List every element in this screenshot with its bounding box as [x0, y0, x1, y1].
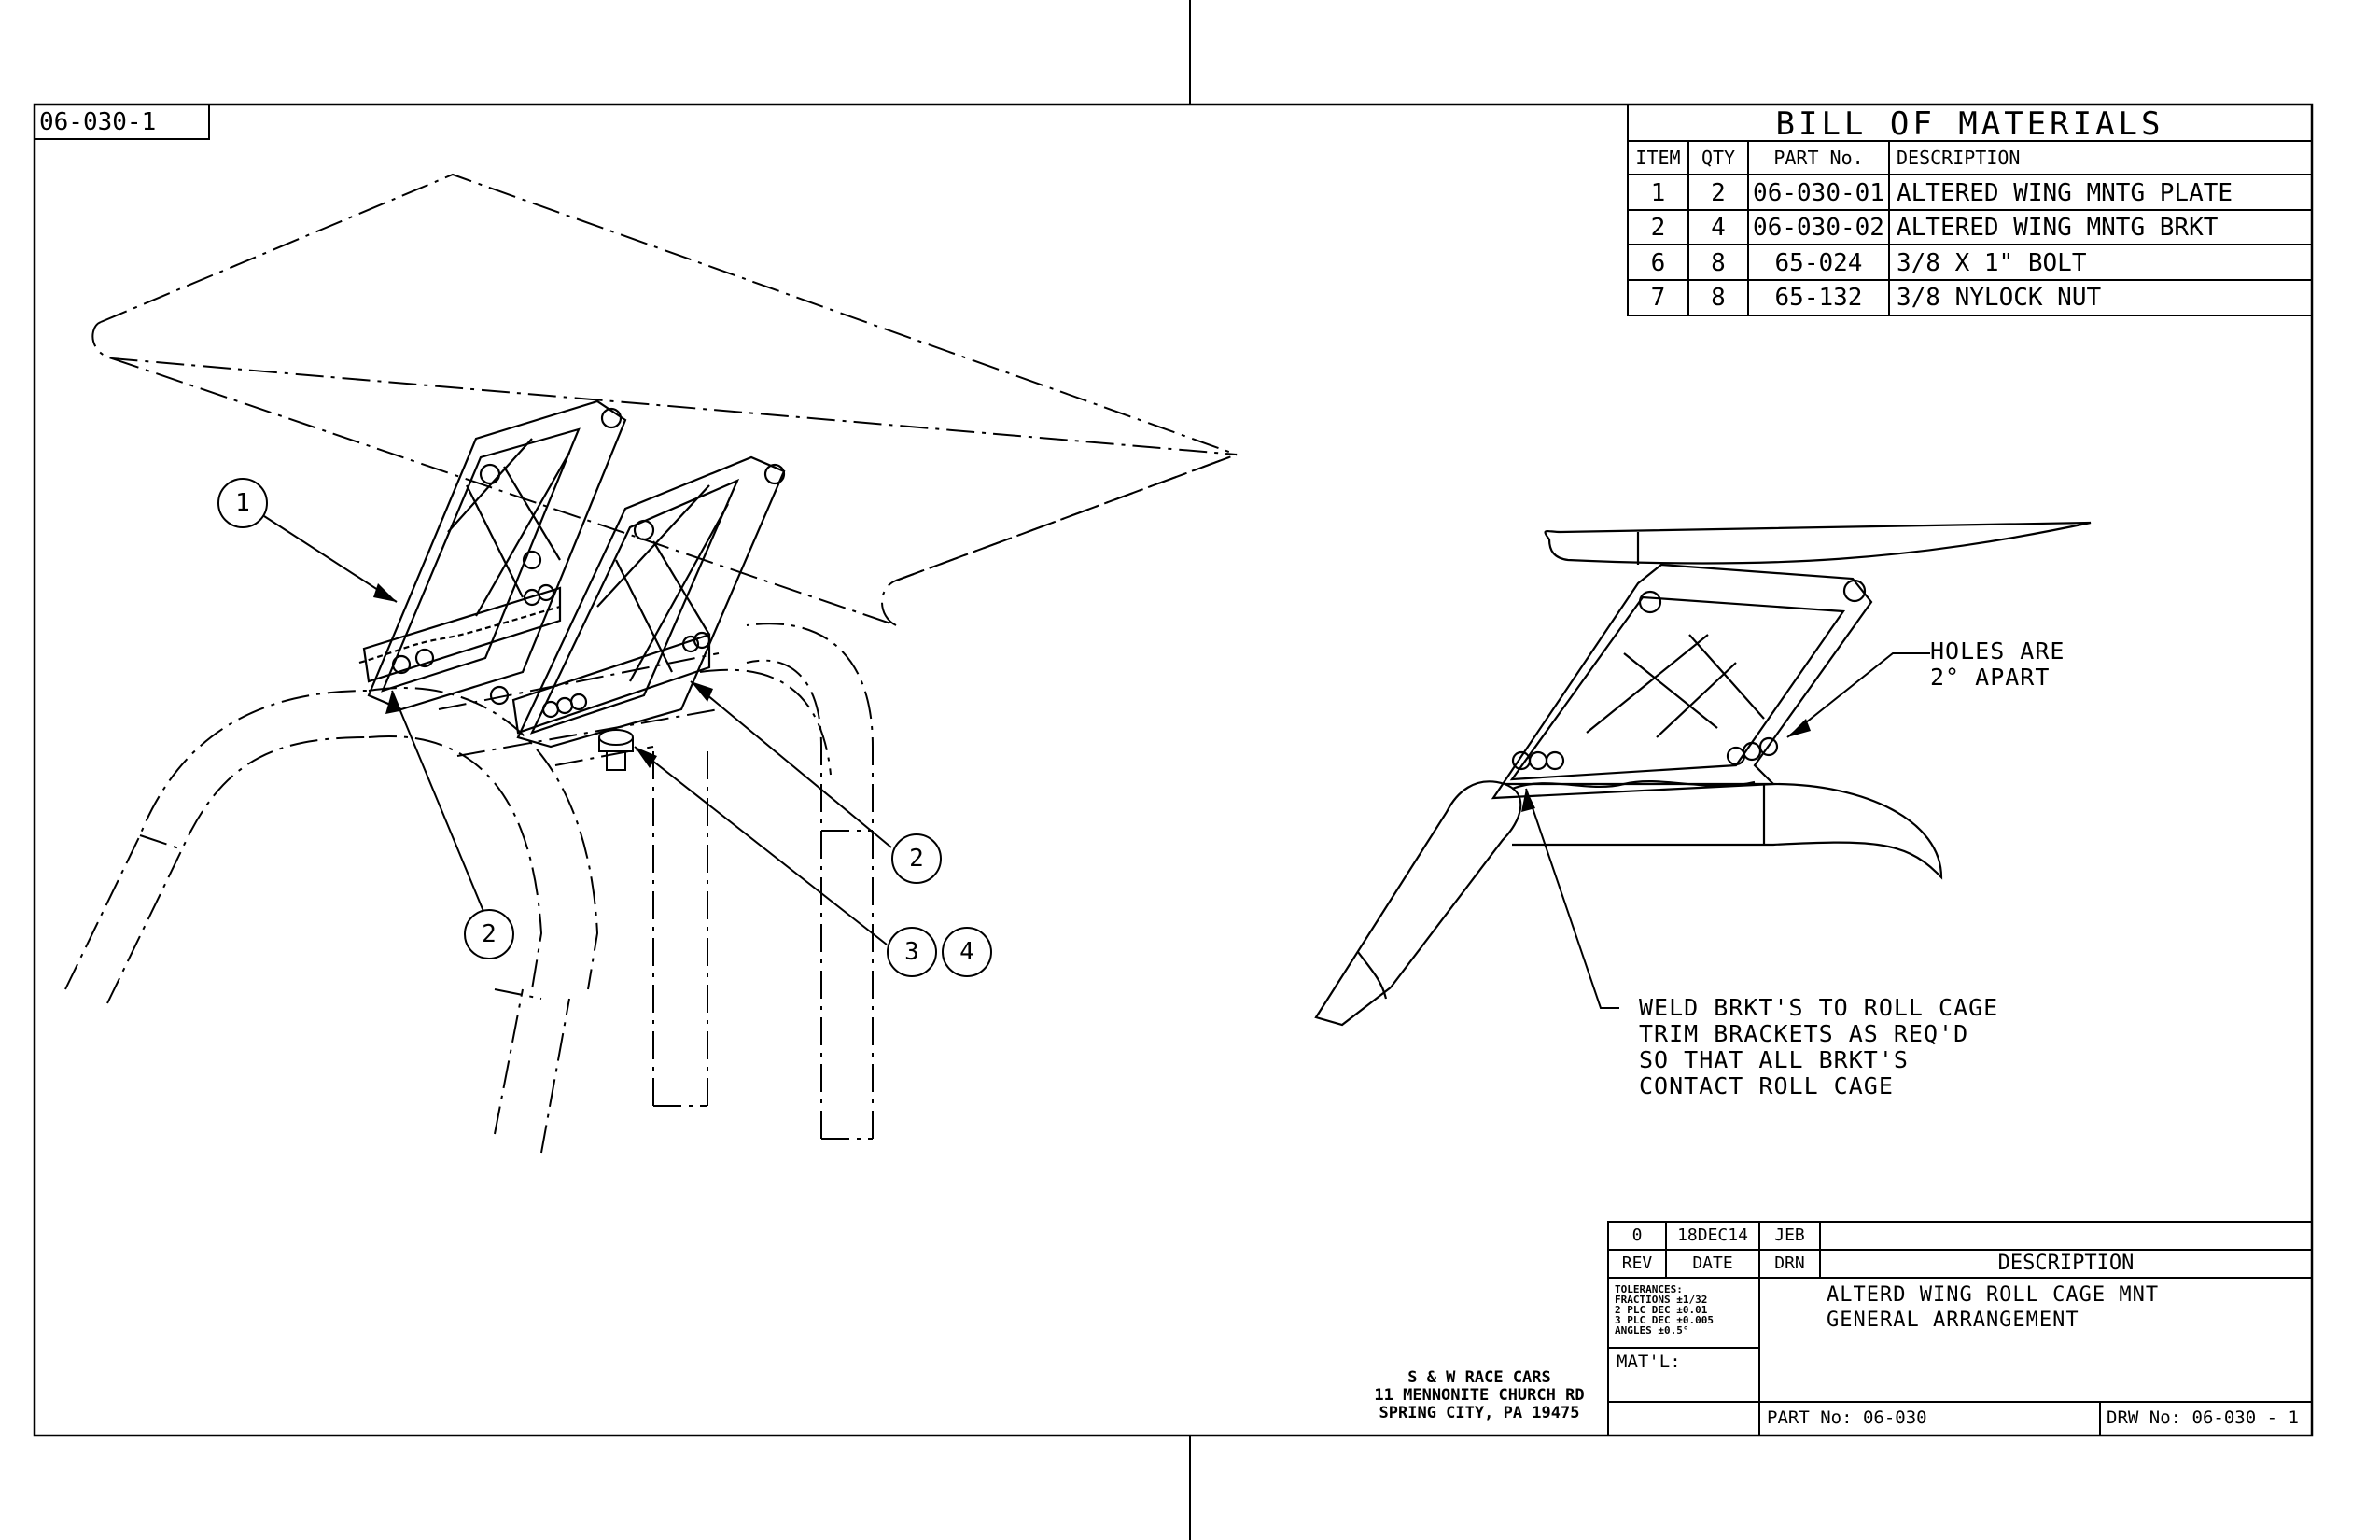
- bom-title: BILL OF MATERIALS: [1775, 105, 2164, 143]
- company-block: S & W RACE CARS 11 MENNONITE CHURCH RD S…: [1353, 1369, 1605, 1422]
- drawing-number: DRW No: 06-030 - 1: [2107, 1407, 2299, 1428]
- date-label: DATE: [1692, 1253, 1733, 1273]
- company-city: SPRING CITY, PA 19475: [1379, 1404, 1580, 1422]
- bom-cell-item: 1: [1650, 179, 1666, 207]
- tolerance-fractions: FRACTIONS ±1/32: [1615, 1294, 1708, 1306]
- sheet-id-box: [34, 104, 210, 140]
- bom-header-qty: QTY: [1701, 147, 1736, 169]
- note-weld-line4: CONTACT ROLL CAGE: [1639, 1072, 1894, 1099]
- bom-cell-description: 3/8 NYLOCK NUT: [1897, 284, 2102, 312]
- wing-side-view: [1544, 521, 2092, 565]
- rev-value: 0: [1631, 1225, 1643, 1245]
- bom-cell-part-no: 65-024: [1774, 249, 1863, 277]
- bracket-left-iso: [358, 399, 627, 711]
- balloon-item-1: 1: [217, 478, 268, 528]
- drn-value: JEB: [1774, 1225, 1805, 1245]
- roll-cage-phantom-iso: [64, 623, 874, 1154]
- balloon-item-4: 4: [942, 927, 992, 977]
- drawing-title-line1: ALTERD WING ROLL CAGE MNT: [1827, 1283, 2160, 1307]
- note-weld-line2: TRIM BRACKETS AS REQ'D: [1639, 1020, 1969, 1047]
- date-value: 18DEC14: [1677, 1225, 1748, 1245]
- bom-cell-part-no: 06-030-01: [1753, 179, 1884, 207]
- company-name: S & W RACE CARS: [1407, 1368, 1551, 1387]
- bom-cell-qty: 8: [1711, 284, 1726, 312]
- note-weld-line3: SO THAT ALL BRKT'S: [1639, 1046, 1909, 1073]
- side-view-leaders: [1525, 652, 1930, 1009]
- leader-arrows-iso: [373, 583, 713, 768]
- tolerance-angles: ANGLES ±0.5°: [1615, 1324, 1689, 1337]
- roll-cage-side-view: [1314, 780, 1943, 1027]
- bom-cell-description: ALTERED WING MNTG PLATE: [1897, 179, 2233, 207]
- balloon-item-2-right: 2: [891, 833, 942, 884]
- bom-header-item: ITEM: [1635, 147, 1681, 169]
- rev-label: REV: [1621, 1253, 1653, 1273]
- side-view-arrows: [1521, 719, 1811, 812]
- drawing-border: [33, 103, 2314, 1437]
- drn-label: DRN: [1774, 1253, 1805, 1273]
- tolerances-block: TOLERANCES: FRACTIONS ±1/32 2 PLC DEC ±0…: [1615, 1284, 1755, 1336]
- tolerance-2plc: 2 PLC DEC ±0.01: [1615, 1304, 1708, 1316]
- bom-cell-qty: 4: [1711, 214, 1726, 242]
- tolerance-header: TOLERANCES:: [1615, 1283, 1683, 1295]
- material-label: MAT'L:: [1617, 1351, 1681, 1372]
- bom-cell-qty: 8: [1711, 249, 1726, 277]
- bolt-iso: [598, 729, 634, 771]
- bom-cell-item: 7: [1650, 284, 1666, 312]
- note-holes-line1: HOLES ARE: [1930, 637, 2065, 665]
- bom-header-part-no: PART No.: [1773, 147, 1864, 169]
- part-number: PART No: 06-030: [1767, 1407, 1927, 1428]
- balloon-item-2-left: 2: [464, 909, 514, 959]
- bom-cell-part-no: 65-132: [1774, 284, 1863, 312]
- note-holes-line2: 2° APART: [1930, 664, 2051, 691]
- sheet-id: 06-030-1: [39, 108, 157, 136]
- bracket-side-view: [1491, 563, 1873, 800]
- bom-grid: [1627, 104, 2313, 316]
- bom-cell-part-no: 06-030-02: [1753, 214, 1884, 242]
- company-street: 11 MENNONITE CHURCH RD: [1374, 1386, 1585, 1405]
- bracket-right-iso: [489, 455, 786, 749]
- bom-cell-description: 3/8 X 1" BOLT: [1897, 249, 2087, 277]
- description-label: DESCRIPTION: [1997, 1252, 2135, 1275]
- bom-cell-item: 2: [1650, 214, 1666, 242]
- bom-header-description: DESCRIPTION: [1897, 147, 2021, 169]
- title-block-grid: [1607, 1221, 2313, 1436]
- note-weld-line1: WELD BRKT'S TO ROLL CAGE: [1639, 994, 1999, 1021]
- bom-cell-item: 6: [1650, 249, 1666, 277]
- balloon-item-3: 3: [887, 927, 937, 977]
- leader-lines-iso: [263, 515, 892, 945]
- drawing-title-line2: GENERAL ARRANGEMENT: [1827, 1309, 2079, 1332]
- bom-cell-qty: 2: [1711, 179, 1726, 207]
- bom-cell-description: ALTERED WING MNTG BRKT: [1897, 214, 2219, 242]
- wing-phantom-iso: [91, 173, 1238, 626]
- tolerance-3plc: 3 PLC DEC ±0.005: [1615, 1314, 1714, 1326]
